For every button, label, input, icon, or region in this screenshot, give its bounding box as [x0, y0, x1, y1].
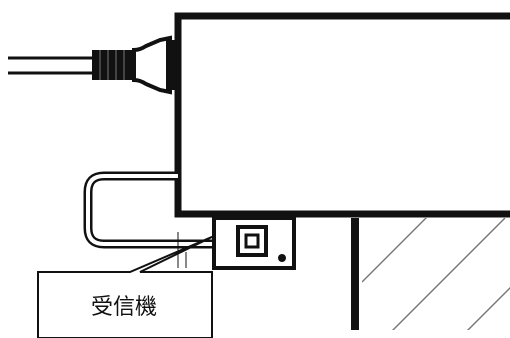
- receiver-module-icon: [212, 216, 296, 270]
- status-led-icon: [278, 254, 286, 262]
- wire-loop: [83, 171, 212, 249]
- wall-section: [351, 218, 510, 330]
- callout-label: 受信機: [91, 295, 157, 320]
- callout-box: [37, 235, 215, 338]
- receiver-window-inner: [244, 233, 260, 249]
- plug-mount: [166, 40, 176, 90]
- hatch-line: [392, 218, 506, 330]
- device-box-icon: [174, 12, 510, 218]
- plug-collar: [132, 35, 172, 95]
- wall-hatching: [362, 218, 510, 330]
- hatch-line: [467, 287, 510, 330]
- cable-icon: [8, 56, 94, 75]
- receiver-callout: 受信機: [37, 232, 215, 338]
- hatch-line: [362, 218, 427, 283]
- plug-body: [92, 50, 134, 80]
- connector-plug-icon: [92, 35, 176, 95]
- wire-loop-inner: [86, 174, 212, 246]
